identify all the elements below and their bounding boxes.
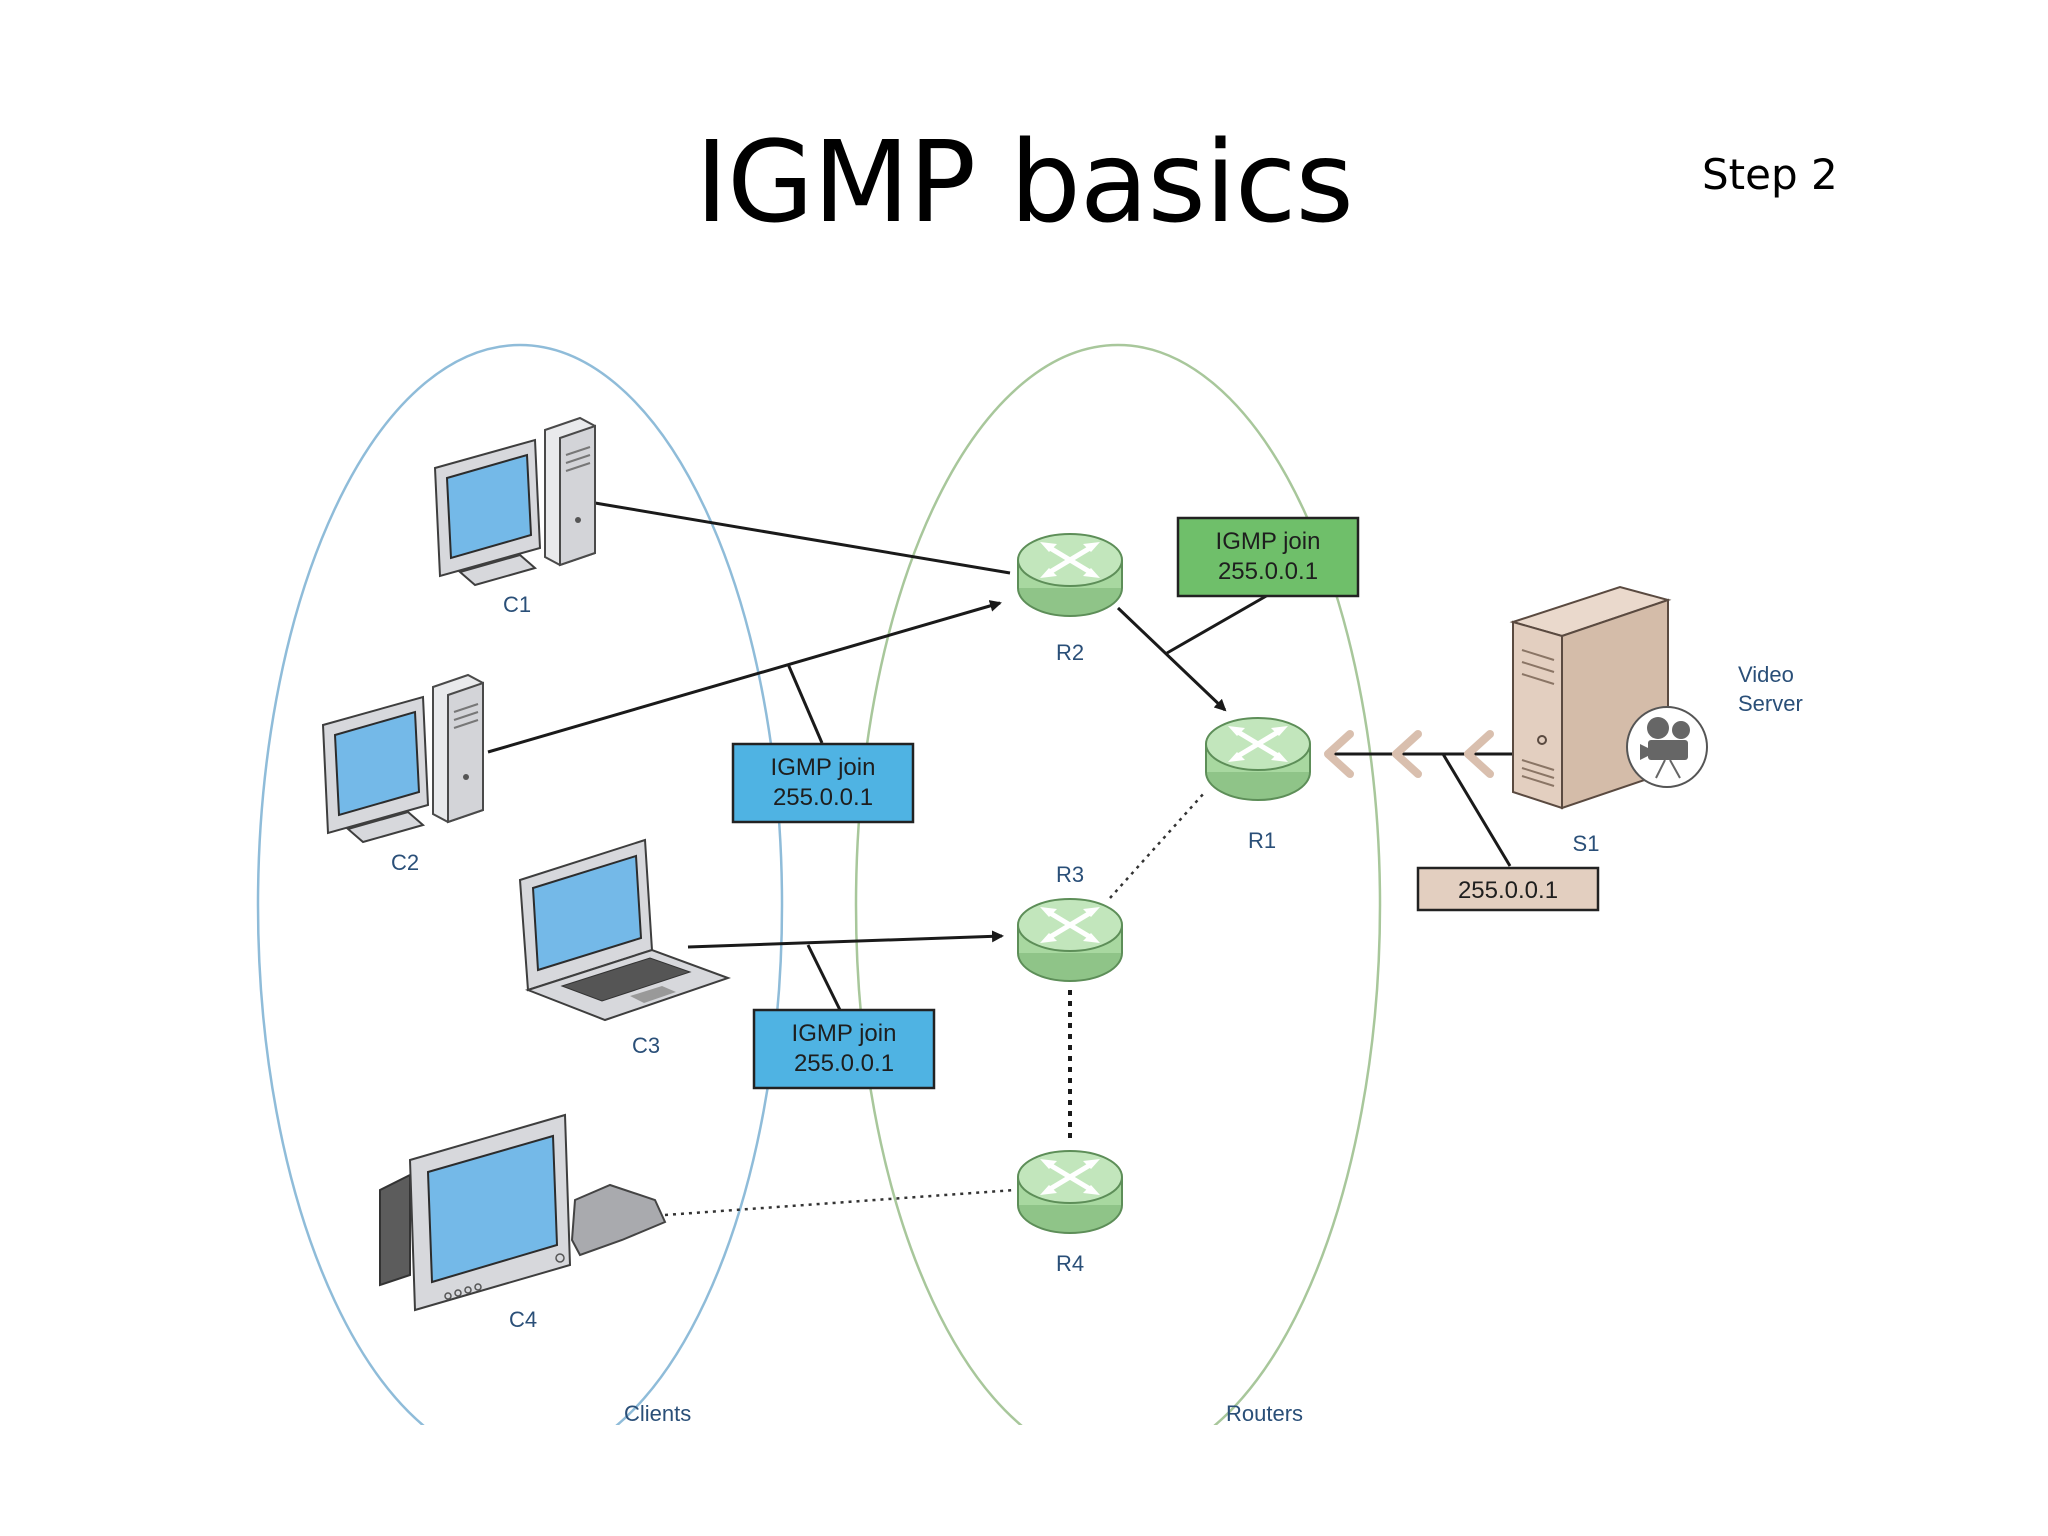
link-c4-r4	[664, 1188, 1016, 1217]
leader-c3-join	[806, 944, 842, 1011]
callout-c3-join-line1: IGMP join	[792, 1020, 897, 1047]
callout-router-join: IGMP join 255.0.0.1	[1176, 516, 1360, 598]
label-r4: R4	[1056, 1251, 1084, 1276]
label-c1: C1	[503, 592, 531, 617]
client-c4-tv[interactable]	[379, 1113, 667, 1312]
leader-source	[1441, 753, 1512, 867]
router-r3[interactable]	[1018, 899, 1122, 981]
leader-c2-join	[786, 663, 824, 744]
link-c3-r3	[687, 930, 1004, 949]
client-c1-desktop[interactable]	[433, 416, 596, 587]
router-r1[interactable]	[1206, 718, 1310, 800]
label-video: Video	[1738, 662, 1794, 687]
callout-c3-join-line2: 255.0.0.1	[794, 1050, 894, 1077]
callout-source-group-text: 255.0.0.1	[1458, 877, 1558, 904]
leader-router-join	[1166, 593, 1269, 655]
label-r3: R3	[1056, 862, 1084, 887]
link-c1-r2	[594, 501, 1011, 575]
callout-c3-join: IGMP join 255.0.0.1	[752, 1008, 936, 1090]
callout-c2-join-line2: 255.0.0.1	[773, 784, 873, 811]
callout-router-join-line2: 255.0.0.1	[1218, 558, 1318, 585]
label-r2: R2	[1056, 640, 1084, 665]
callout-source-group: 255.0.0.1	[1416, 866, 1600, 912]
link-r2-r1	[1116, 606, 1227, 712]
callout-router-join-line1: IGMP join	[1216, 528, 1321, 555]
callout-c2-join-line1: IGMP join	[771, 754, 876, 781]
label-routers-group: Routers	[1226, 1401, 1303, 1426]
label-s1: S1	[1573, 831, 1600, 856]
link-c2-r2	[487, 600, 1002, 754]
label-r1: R1	[1248, 828, 1276, 853]
label-c4: C4	[509, 1307, 537, 1332]
client-c2-desktop[interactable]	[321, 673, 484, 844]
clients-ellipse	[256, 343, 784, 1425]
router-r4[interactable]	[1018, 1151, 1122, 1233]
label-clients-group: Clients	[624, 1401, 691, 1426]
label-c3: C3	[632, 1033, 660, 1058]
routers-ellipse	[854, 343, 1382, 1425]
slide-title: IGMP basics	[695, 118, 1354, 248]
client-c3-laptop[interactable]	[518, 838, 731, 1022]
link-r3-r1	[1109, 791, 1206, 899]
router-r2[interactable]	[1018, 534, 1122, 616]
stream-chevrons	[1324, 730, 1494, 778]
video-camera-icon	[1626, 706, 1708, 788]
step-label: Step 2	[1702, 150, 1838, 199]
callout-c2-join: IGMP join 255.0.0.1	[731, 742, 915, 824]
label-c2: C2	[391, 850, 419, 875]
label-server: Server	[1738, 691, 1803, 716]
